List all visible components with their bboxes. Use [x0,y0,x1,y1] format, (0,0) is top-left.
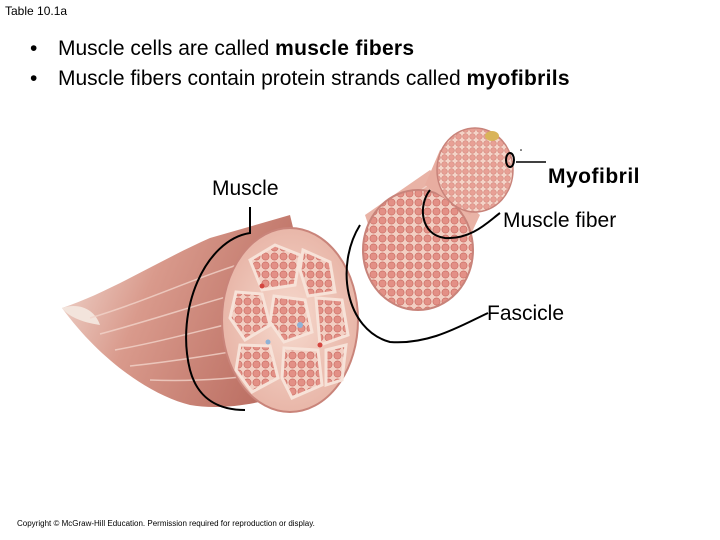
label-fascicle: Fascicle [487,302,564,326]
label-muscle-fiber: Muscle fiber [503,209,616,233]
copyright-notice: Copyright © McGraw-Hill Education. Permi… [17,519,315,528]
label-myofibril: Myofibril [548,165,640,189]
fascicle-cross-section [363,190,473,310]
muscle-fiber-cross-section [437,128,513,212]
label-muscle: Muscle [212,177,279,201]
fiber-nucleus [485,131,499,141]
